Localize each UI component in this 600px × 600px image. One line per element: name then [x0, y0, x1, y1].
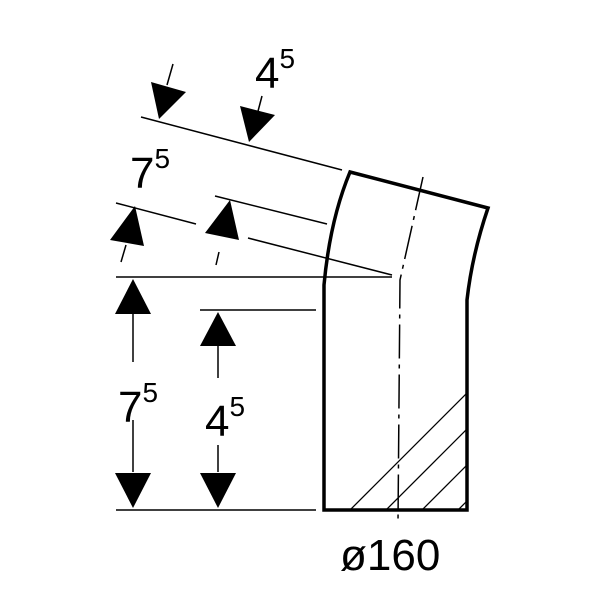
hatch-line [552, 160, 600, 560]
arrow-down-icon [240, 106, 275, 142]
dimension-label-top-large: 75 [130, 143, 170, 198]
hatch-line [516, 160, 600, 560]
arrow-up-icon [200, 312, 236, 346]
centerline [397, 176, 424, 523]
arrowheads [110, 82, 275, 508]
arrow-up-icon [205, 200, 239, 240]
pipe-outline [322, 169, 491, 512]
dimension-label-top-small: 45 [255, 43, 295, 98]
dimension-label-left-small: 45 [205, 391, 245, 446]
hatch-line [324, 172, 488, 510]
hatch-line [588, 160, 600, 560]
hatch-line [479, 172, 488, 510]
dimension-lines [115, 63, 393, 511]
hatch-line [335, 172, 488, 510]
arrow-down-icon [200, 473, 236, 508]
diameter-label: ø160 [340, 531, 440, 580]
arrow-down-icon [151, 82, 186, 119]
hatch-line [371, 172, 488, 510]
arrow-up-icon [110, 206, 144, 246]
hatch-line [407, 172, 488, 510]
dimension-label-left-large: 75 [118, 377, 158, 432]
arrow-down-icon [115, 473, 151, 508]
arrow-up-icon [115, 279, 151, 314]
section-hatching [324, 160, 600, 560]
